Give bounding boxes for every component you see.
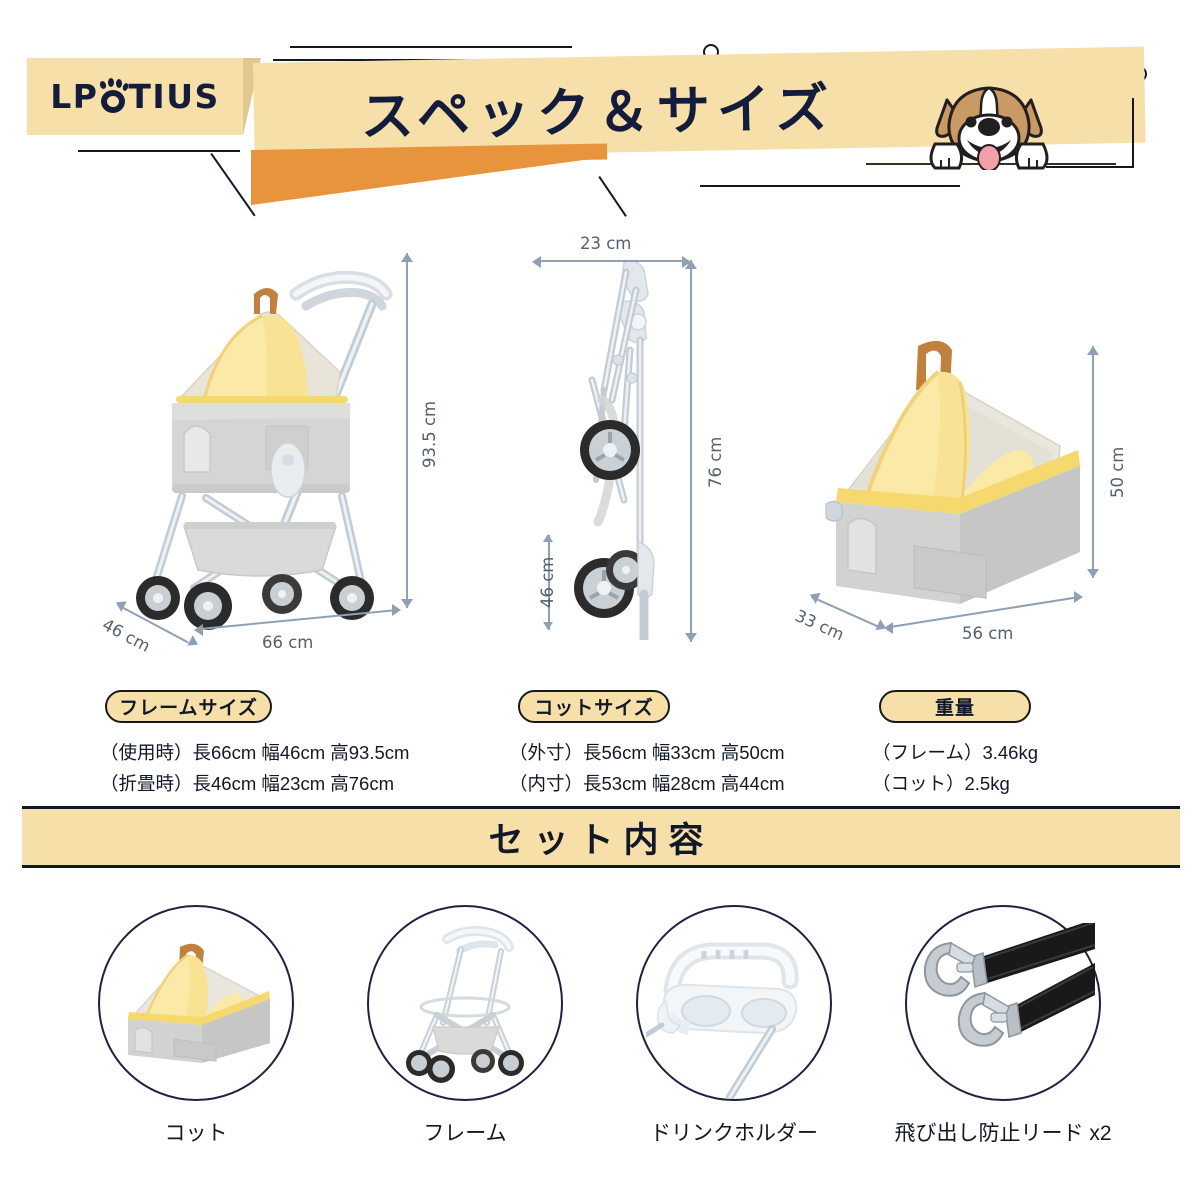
set-item-label: フレーム: [423, 1122, 507, 1145]
dim-label-height-2: 76 cm: [706, 436, 725, 488]
page-header: LP TIUS スペック＆サイズ: [0, 0, 1200, 228]
set-item-leash[interactable]: 飛び出し防止リード x2: [894, 905, 1112, 1145]
dim-arrow-h3-top: [1087, 346, 1099, 355]
dim-arrow-h2-top: [685, 260, 697, 269]
spec-text-frame-size: （使用時）長66cm 幅46cm 高93.5cm （折畳時）長46cm 幅23c…: [100, 737, 409, 799]
circle-border: [636, 905, 832, 1101]
dim-arrow-h3-bot: [1087, 569, 1099, 578]
deco-line-top-1: [290, 46, 572, 48]
dim-arrow-d2-top: [543, 534, 553, 542]
dim-arrow-w1-l: [194, 624, 203, 636]
cot-figure: [810, 338, 1110, 628]
set-contents-title: セット内容: [488, 820, 714, 860]
frame-open-figure: [110, 248, 430, 648]
dim-line-h3: [1092, 346, 1094, 578]
brand-logo-text: LP TIUS: [50, 77, 220, 116]
frame-icon: [403, 923, 531, 1088]
dim-line-w2: [538, 260, 688, 262]
dim-arrow-h1-top: [401, 253, 413, 262]
drink-holder-icon: [643, 929, 822, 1104]
dimension-figures: 93.5 cm 46 cm 66 cm: [0, 228, 1200, 798]
spec-line: （使用時）長66cm 幅46cm 高93.5cm: [100, 742, 410, 763]
circle-border: [98, 905, 294, 1101]
dim-line-h2: [690, 260, 692, 642]
set-item-cot[interactable]: コット: [98, 905, 294, 1145]
frame-folded-figure: [552, 250, 692, 640]
dim-label-width-2: 23 cm: [580, 234, 632, 253]
spec-text-cot-size: （外寸）長56cm 幅33cm 高50cm （内寸）長53cm 幅28cm 高4…: [509, 737, 785, 799]
brand-logo-text-b: TIUS: [128, 77, 220, 116]
dim-arrow-h1-bot: [401, 599, 413, 608]
dim-label-width-1: 66 cm: [262, 633, 314, 652]
dim-label-depth-2: 46 cm: [538, 556, 557, 608]
set-item-label: ドリンクホルダー: [650, 1122, 818, 1145]
deco-line-bottom-right: [700, 185, 960, 187]
circle-border: [905, 905, 1101, 1101]
dim-arrow-h2-bot: [685, 633, 697, 642]
dim-line-h1: [406, 253, 408, 608]
spec-line: （フレーム）3.46kg: [872, 742, 1038, 763]
dog-mascot-icon: [929, 82, 1049, 170]
dim-arrow-w1-r: [392, 604, 401, 616]
cot-icon: [116, 943, 278, 1070]
deco-line-bracket-right-h: [1046, 166, 1134, 168]
spec-line: （外寸）長56cm 幅33cm 高50cm: [509, 742, 785, 763]
dim-line-d2: [548, 535, 550, 630]
set-contents-banner: セット内容: [22, 806, 1180, 868]
badge-cot-size: コットサイズ: [518, 690, 670, 723]
spec-line: （内寸）長53cm 幅28cm 高44cm: [509, 773, 785, 794]
set-item-label: 飛び出し防止リード x2: [894, 1122, 1112, 1145]
dim-arrow-w2-l: [532, 256, 541, 268]
brand-logo-text-a: LP: [50, 77, 99, 116]
dim-label-height-1: 93.5 cm: [420, 400, 439, 468]
set-item-drink-holder[interactable]: ドリンクホルダー: [636, 905, 832, 1145]
dim-arrow-d2-bot: [543, 622, 553, 630]
circle-border: [367, 905, 563, 1101]
paw-print-icon: [98, 78, 130, 113]
deco-line-bracket-right-v: [1132, 98, 1134, 168]
page-title: スペック＆サイズ: [360, 79, 836, 147]
badge-frame-size: フレームサイズ: [105, 690, 272, 723]
deco-line-bottom-left: [78, 150, 240, 152]
dim-arrow-w3-l: [884, 622, 893, 634]
spec-line: （コット）2.5kg: [872, 773, 1010, 794]
dim-label-width-3: 56 cm: [962, 624, 1014, 643]
deco-line-bracket-left: [210, 153, 256, 217]
spec-text-weight: （フレーム）3.46kg （コット）2.5kg: [872, 737, 1038, 799]
set-item-frame[interactable]: フレーム: [367, 905, 563, 1145]
dim-arrow-w3-r: [1074, 591, 1083, 603]
set-item-label: コット: [164, 1122, 228, 1145]
dim-label-height-3: 50 cm: [1108, 446, 1127, 498]
spec-line: （折畳時）長46cm 幅23cm 高76cm: [100, 773, 394, 794]
brand-logo: LP TIUS: [27, 58, 243, 135]
banner-wedge-shadow: [251, 157, 606, 205]
badge-weight: 重量: [879, 690, 1031, 723]
leash-icon: [917, 919, 1096, 1092]
